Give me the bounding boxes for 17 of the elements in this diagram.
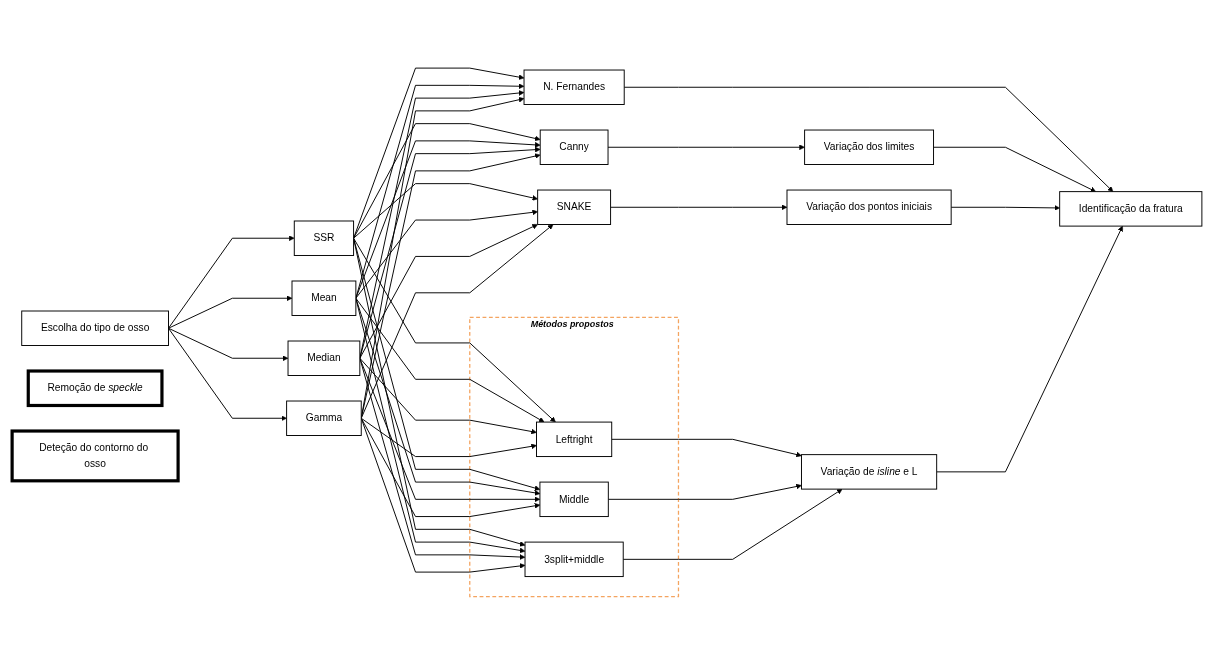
node-box: Canny bbox=[539, 129, 609, 165]
node-box: Remoção de speckle bbox=[26, 369, 164, 407]
node-box: Variação dos limites bbox=[804, 129, 934, 165]
node-box: Variação de isline e L bbox=[801, 453, 938, 490]
node-box: Leftright bbox=[536, 421, 613, 457]
node-box: Escolha do tipo de osso bbox=[21, 310, 169, 346]
node-box: Identificação da fratura bbox=[1059, 190, 1203, 227]
node-box: SNAKE bbox=[537, 189, 612, 225]
node-box: N. Fernandes bbox=[523, 69, 625, 105]
node-box: Mean bbox=[291, 280, 357, 316]
node-box: Gamma bbox=[286, 400, 362, 436]
node-box: 3split+middle bbox=[524, 541, 624, 577]
node-box: SSR bbox=[293, 220, 355, 256]
node-box: Variação dos pontos iniciais bbox=[786, 189, 952, 225]
node-box: Middle bbox=[539, 481, 609, 517]
node-box: Median bbox=[287, 340, 361, 376]
node-box: Deteção do contorno do osso bbox=[10, 429, 180, 482]
